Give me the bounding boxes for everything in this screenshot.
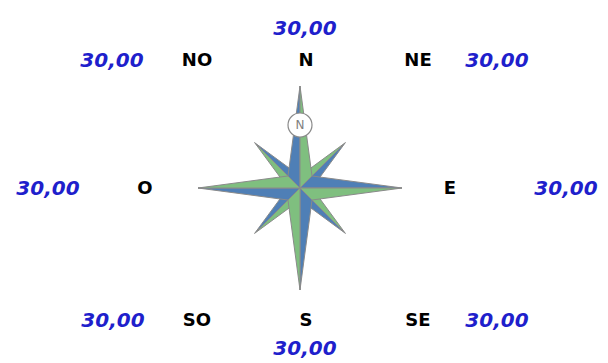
- star-point: [300, 188, 312, 290]
- direction-label: O: [137, 178, 152, 198]
- marker-outline: [288, 113, 312, 137]
- marker-letter: N: [296, 119, 305, 131]
- value-label: 30,00: [81, 309, 144, 331]
- value-label: 30,00: [465, 49, 528, 71]
- value-label: 30,00: [534, 177, 597, 199]
- star-point: [288, 188, 300, 290]
- direction-label: NE: [404, 50, 431, 70]
- value-label: 30,00: [80, 49, 143, 71]
- direction-label: NO: [182, 50, 212, 70]
- value-label: 30,00: [273, 17, 336, 39]
- value-label: 30,00: [465, 309, 528, 331]
- direction-label: E: [444, 178, 456, 198]
- north-marker: N: [287, 112, 313, 138]
- star-point: [300, 176, 402, 188]
- direction-label: SE: [405, 310, 430, 330]
- direction-label: S: [300, 310, 313, 330]
- star-point: [198, 176, 300, 188]
- star-point: [198, 188, 300, 200]
- value-label: 30,00: [273, 337, 336, 359]
- value-label: 30,00: [16, 177, 79, 199]
- star-point: [300, 188, 402, 200]
- direction-label: N: [298, 50, 313, 70]
- direction-label: SO: [183, 310, 211, 330]
